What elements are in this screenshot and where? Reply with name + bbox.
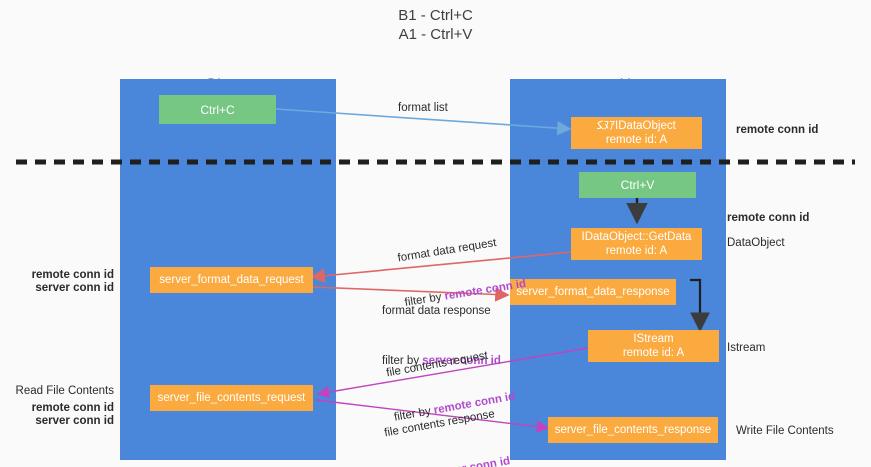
node-idataobject-top-line1: ﮑﾇｱIDataObject [597,120,676,132]
annotation-left-remote-conn-id-2: remote conn id [31,402,114,414]
node-idataobject-top-line2: remote id: A [605,134,668,146]
node-server-file-contents-request[interactable]: server_file_contents_request [150,385,313,411]
edge-label-file-contents-response-main: file contents response [383,408,496,440]
annotation-left-read-file-contents: Read File Contents [15,385,114,397]
edge-label-format-list: format list [398,102,448,114]
edge-label-format-data-response-filter: filter by server conn id [382,354,501,369]
node-getdata-line2: remote id: A [605,245,668,257]
edge-label-format-data-response-main: format data response [382,305,491,317]
annotation-right-istream: Istream [727,342,766,354]
node-ctrl-v[interactable]: Ctrl+V [579,172,696,198]
annotation-right-write-file-contents: Write File Contents [736,425,834,437]
node-server-format-data-request[interactable]: server_format_data_request [150,267,313,293]
node-idataobject-top[interactable]: ﮑﾇｱIDataObject remote id: A [571,117,702,149]
node-ctrl-c[interactable]: Ctrl+C [159,95,276,124]
annotation-right-remote-conn-id-mid: remote conn id [727,212,810,224]
node-idataobject-getdata[interactable]: IDataObject::GetData remote id: A [571,228,702,260]
filter-prefix: filter by [382,355,423,367]
edge-label-format-data-request-main: format data request [396,237,498,265]
page-title: B1 - Ctrl+C A1 - Ctrl+V [398,7,473,43]
node-istream-line2: remote id: A [622,347,685,359]
node-server-file-contents-response[interactable]: server_file_contents_response [548,417,718,443]
keyword-server-conn-id: server conn id [422,355,501,367]
annotation-left-remote-conn-id: remote conn id [31,269,114,281]
annotation-left-server-conn-id-2: server conn id [35,415,114,427]
keyword-server-conn-id: server conn id [432,455,512,467]
annotation-right-remote-conn-id-top: remote conn id [736,124,819,136]
node-server-format-data-response[interactable]: server_format_data_response [510,279,676,305]
edge-label-format-data-response: format data response filter by server co… [382,274,501,399]
annotation-right-dataobject: DataObject [727,237,785,249]
node-istream[interactable]: IStream remote id: A [588,330,719,362]
edge-label-file-contents-request-main: file contents request [385,349,489,380]
node-getdata-line1: IDataObject::GetData [581,231,692,243]
annotation-left-server-conn-id: server conn id [35,282,114,294]
node-istream-line1: IStream [633,333,674,345]
edge-label-file-contents-response-filter: filter by server conn id [392,454,512,467]
